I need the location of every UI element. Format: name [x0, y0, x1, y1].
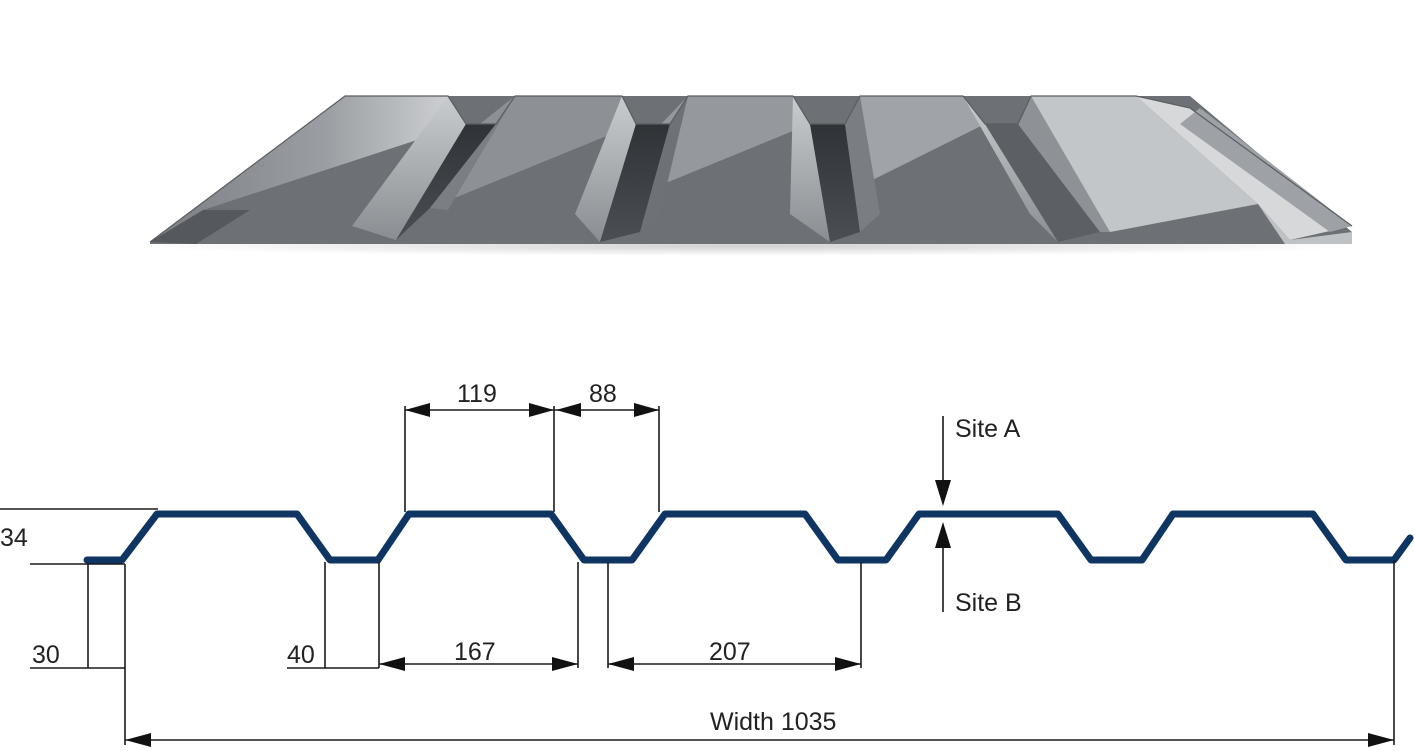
dim-total-width: Width 1035: [710, 708, 836, 736]
dimension-lines: [0, 403, 1395, 747]
dim-pan-height: 30: [32, 641, 60, 669]
dim-top-flat: 119: [457, 380, 497, 408]
dim-pan-span: 167: [454, 638, 496, 666]
corrugated-sheet-illustration: [130, 95, 1370, 256]
label-site-b: Site B: [955, 589, 1022, 617]
profile-outline: [83, 510, 1414, 564]
dim-pitch: 207: [709, 638, 751, 666]
dim-rib-slope-span: 88: [589, 380, 617, 408]
label-site-a: Site A: [955, 415, 1021, 443]
dim-valley-width: 40: [287, 641, 315, 669]
dim-rib-height: 34: [0, 524, 28, 552]
